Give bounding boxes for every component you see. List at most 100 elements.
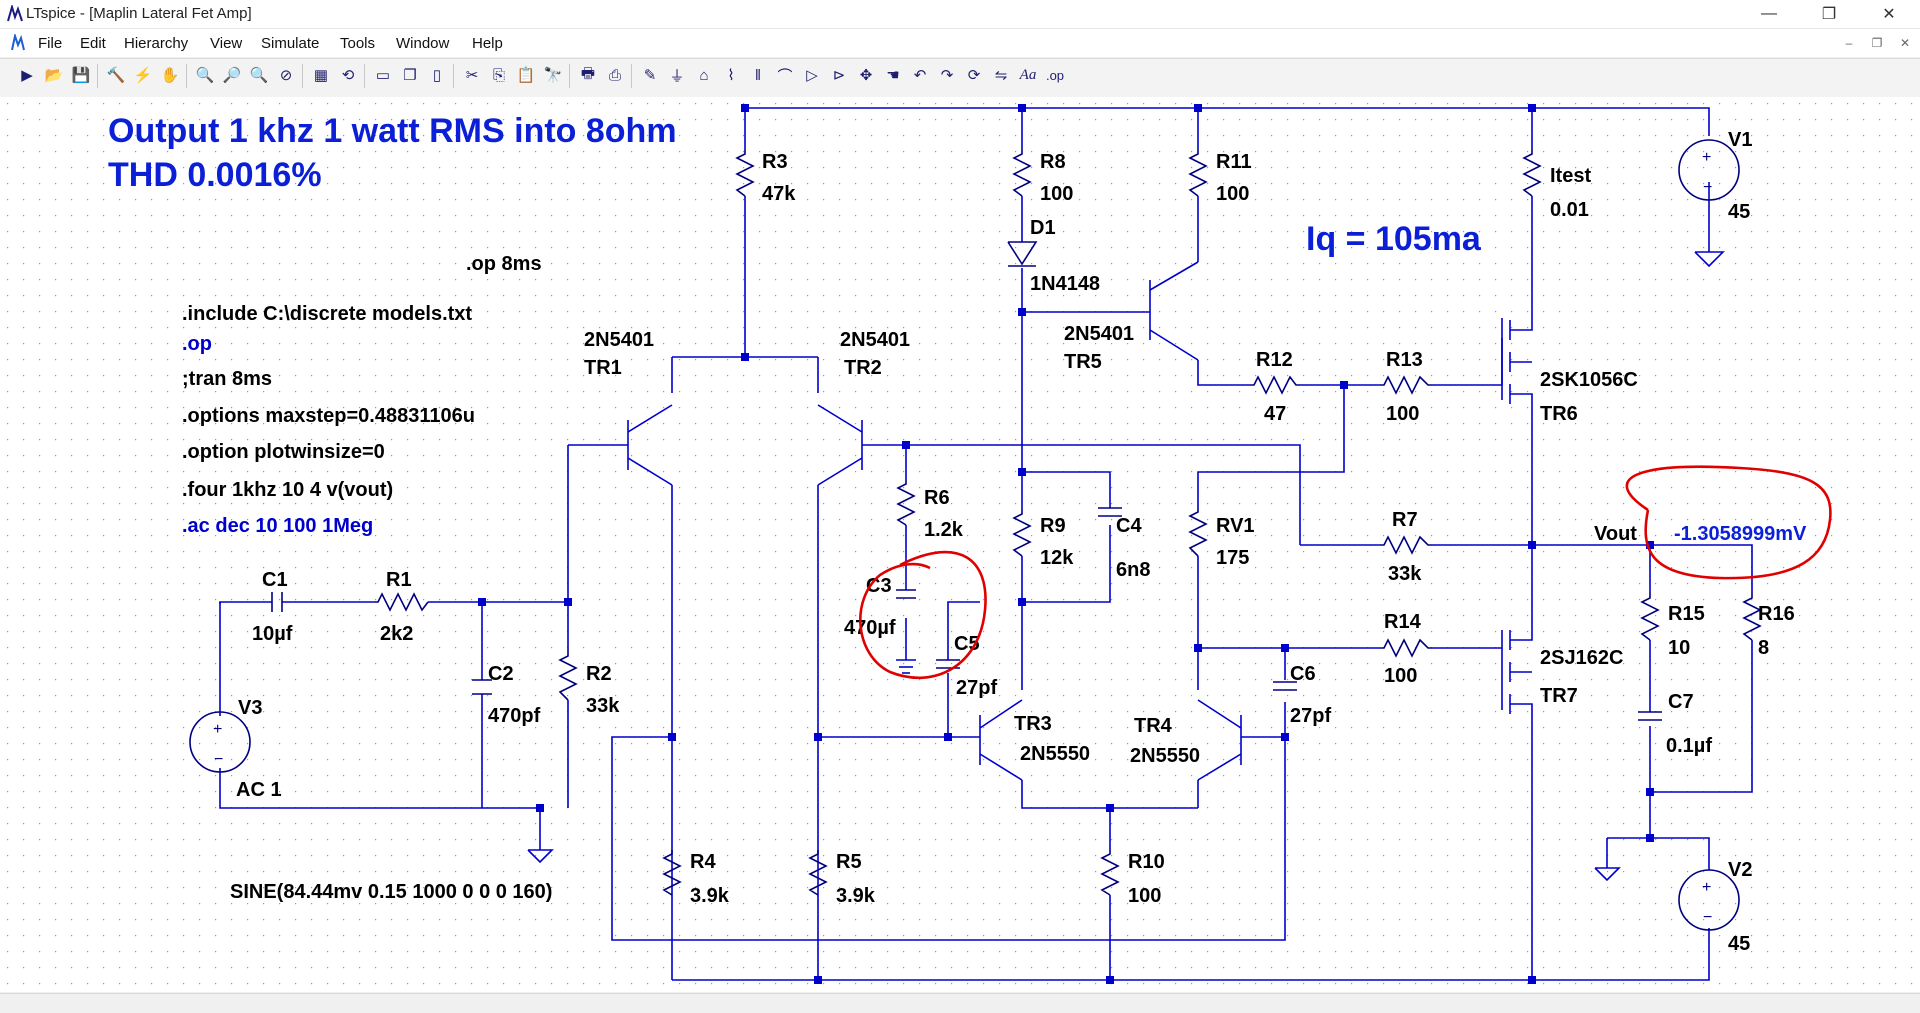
r12-designator[interactable]: R12: [1256, 349, 1293, 371]
mirror-icon[interactable]: ⇋: [994, 67, 1008, 84]
vout-net-label[interactable]: Vout: [1594, 523, 1637, 545]
r7-value[interactable]: 33k: [1388, 563, 1422, 585]
plot-icon[interactable]: ▦: [313, 67, 329, 84]
tr2-designator[interactable]: TR2: [844, 357, 882, 379]
undo-icon[interactable]: ↶: [913, 67, 927, 84]
menu-simulate[interactable]: Simulate: [261, 35, 320, 52]
v2-value[interactable]: 45: [1728, 933, 1750, 955]
v3-designator[interactable]: V3: [238, 697, 262, 719]
resistor-icon[interactable]: ⌇: [727, 67, 735, 84]
tile-horizontal-icon[interactable]: ▭: [375, 67, 391, 84]
v1-value[interactable]: 45: [1728, 201, 1750, 223]
inductor-icon[interactable]: ⌒: [777, 67, 793, 85]
v3-value[interactable]: AC 1: [236, 779, 282, 801]
child-minimize-icon[interactable]: –: [1845, 36, 1853, 50]
control-panel-icon[interactable]: 🔨: [106, 67, 126, 84]
r11-value[interactable]: 100: [1216, 183, 1249, 205]
c7-value[interactable]: 0.1µf: [1666, 735, 1712, 757]
r12-value[interactable]: 47: [1264, 403, 1286, 425]
tr3-designator[interactable]: TR3: [1014, 713, 1052, 735]
rv1-designator[interactable]: RV1: [1216, 515, 1255, 537]
d1-designator[interactable]: D1: [1030, 217, 1056, 239]
spice-directive[interactable]: .four 1khz 10 4 v(vout): [182, 479, 393, 501]
r10-designator[interactable]: R10: [1128, 851, 1165, 873]
c1-designator[interactable]: C1: [262, 569, 288, 591]
itest-designator[interactable]: Itest: [1550, 165, 1591, 187]
print-setup-icon[interactable]: ⎙: [608, 66, 621, 84]
r9-value[interactable]: 12k: [1040, 547, 1074, 569]
c3-value[interactable]: 470µf: [844, 617, 896, 639]
zoom-out-icon[interactable]: 🔍: [249, 67, 269, 84]
r16-value[interactable]: 8: [1758, 637, 1769, 659]
spice-directive[interactable]: .ac dec 10 100 1Meg: [182, 515, 373, 537]
r16-designator[interactable]: R16: [1758, 603, 1795, 625]
rv1-value[interactable]: 175: [1216, 547, 1249, 569]
copy-icon[interactable]: ⎘: [492, 66, 505, 84]
r8-designator[interactable]: R8: [1040, 151, 1066, 173]
itest-value[interactable]: 0.01: [1550, 199, 1589, 221]
r1-value[interactable]: 2k2: [380, 623, 413, 645]
tr5-designator[interactable]: TR5: [1064, 351, 1102, 373]
r5-value[interactable]: 3.9k: [836, 885, 876, 907]
r15-designator[interactable]: R15: [1668, 603, 1705, 625]
tr1-value[interactable]: 2N5401: [584, 329, 654, 351]
capacitor-icon[interactable]: ‖: [754, 66, 762, 84]
r13-value[interactable]: 100: [1386, 403, 1419, 425]
draw-wire-icon[interactable]: ✎: [643, 67, 657, 84]
paste-icon[interactable]: 📋: [516, 67, 536, 84]
r13-designator[interactable]: R13: [1386, 349, 1423, 371]
move-icon[interactable]: ✥: [859, 67, 873, 84]
spice-directive[interactable]: .op: [182, 333, 212, 355]
c3-designator[interactable]: C3: [866, 575, 892, 597]
tr7-designator[interactable]: TR7: [1540, 685, 1578, 707]
r10-value[interactable]: 100: [1128, 885, 1161, 907]
menu-help[interactable]: Help: [472, 35, 503, 52]
print-icon[interactable]: 🖶: [580, 64, 596, 82]
r4-value[interactable]: 3.9k: [690, 885, 730, 907]
save-icon[interactable]: 💾: [71, 67, 91, 84]
text-icon[interactable]: Aa: [1019, 66, 1037, 83]
rotate-icon[interactable]: ⟳: [967, 67, 981, 84]
r15-value[interactable]: 10: [1668, 637, 1690, 659]
r3-designator[interactable]: R3: [762, 151, 788, 173]
r3-value[interactable]: 47k: [762, 183, 796, 205]
c2-designator[interactable]: C2: [488, 663, 514, 685]
spice-directive[interactable]: .option plotwinsize=0: [182, 441, 385, 463]
v3-sine-source[interactable]: SINE(84.44mv 0.15 1000 0 0 0 160): [230, 881, 552, 903]
spice-directive[interactable]: ;tran 8ms: [182, 368, 272, 390]
open-icon[interactable]: 📂: [44, 67, 64, 84]
component-icon[interactable]: ⊳: [832, 67, 846, 84]
zoom-in-icon[interactable]: 🔍: [195, 67, 215, 84]
tr6-value[interactable]: 2SK1056C: [1540, 369, 1638, 391]
tr4-designator[interactable]: TR4: [1134, 715, 1173, 737]
c6-designator[interactable]: C6: [1290, 663, 1316, 685]
close-icon[interactable]: ✕: [1882, 6, 1896, 23]
spice-directive[interactable]: .op 8ms: [466, 253, 542, 275]
tr1-designator[interactable]: TR1: [584, 357, 622, 379]
label-net-icon[interactable]: ⌂: [699, 66, 709, 84]
c4-value[interactable]: 6n8: [1116, 559, 1150, 581]
run-icon[interactable]: ▶: [21, 67, 33, 84]
v2-designator[interactable]: V2: [1728, 859, 1752, 881]
r4-designator[interactable]: R4: [690, 851, 716, 873]
tr3-value[interactable]: 2N5550: [1020, 743, 1090, 765]
c5-value[interactable]: 27pf: [956, 677, 997, 699]
minimize-icon[interactable]: —: [1761, 5, 1777, 22]
schematic-canvas[interactable]: +− +− +− Output 1 khz 1 watt RMS into 8o…: [0, 97, 1920, 992]
zoom-fit-icon[interactable]: 🔎: [222, 67, 242, 84]
c4-designator[interactable]: C4: [1116, 515, 1142, 537]
drag-icon[interactable]: ☚: [886, 67, 900, 84]
find-icon[interactable]: 🔭: [543, 67, 563, 84]
menu-edit[interactable]: Edit: [80, 35, 106, 52]
r7-designator[interactable]: R7: [1392, 509, 1418, 531]
r1-designator[interactable]: R1: [386, 569, 412, 591]
spice-directive-icon[interactable]: .op: [1045, 67, 1065, 83]
d1-value[interactable]: 1N4148: [1030, 273, 1100, 295]
r14-designator[interactable]: R14: [1384, 611, 1422, 633]
probe-icon[interactable]: ⚡: [133, 67, 153, 84]
zoom-cancel-icon[interactable]: ⊘: [279, 67, 293, 84]
autorange-icon[interactable]: ⟲: [341, 67, 355, 84]
child-restore-icon[interactable]: ❐: [1871, 36, 1883, 50]
cascade-icon[interactable]: ❐: [403, 67, 417, 84]
r14-value[interactable]: 100: [1384, 665, 1417, 687]
